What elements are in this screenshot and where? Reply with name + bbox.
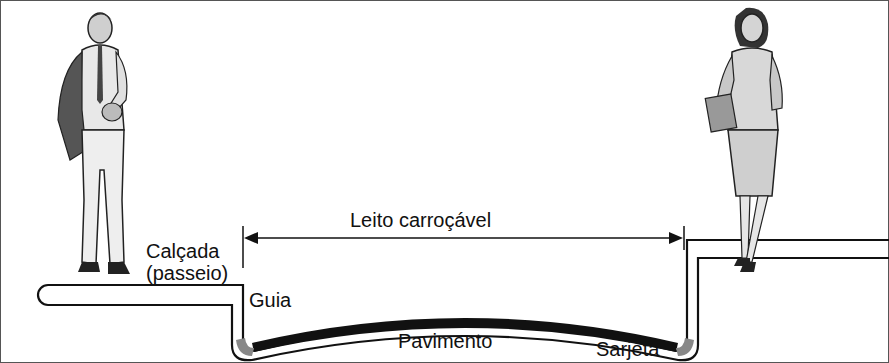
folder (705, 94, 737, 132)
man-figure (58, 13, 130, 274)
sidewalk-end (38, 285, 48, 305)
woman-figure (705, 8, 782, 272)
pavement-label: Pavimento (398, 330, 493, 352)
sidewalk-label: Calçada (passeio) (146, 240, 246, 284)
arrowhead-left (244, 232, 258, 244)
roadway-label: Leito carroçável (350, 209, 491, 231)
gutter-right (676, 338, 694, 356)
curb-label: Guia (249, 289, 291, 311)
tick-right (683, 226, 685, 250)
dimension-line (250, 237, 677, 239)
gutter-left (236, 338, 254, 356)
arrowhead-right (669, 232, 683, 244)
gutter-label: Sarjeta (596, 338, 659, 360)
tick-left (242, 226, 244, 268)
